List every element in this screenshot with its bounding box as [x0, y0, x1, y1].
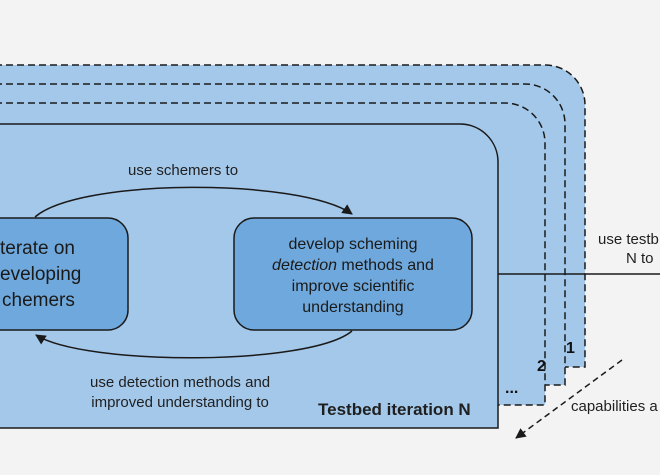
- arrow-label-top: use schemers to: [128, 162, 239, 179]
- iterate-schemers-text: terate on eveloping chemers: [0, 236, 108, 314]
- arrow-label-bottom-line2: improved understanding to: [91, 394, 269, 411]
- testbed-layer-2-number: 2: [537, 358, 546, 375]
- arrow-use-detection: [35, 330, 353, 359]
- detection-methods-text: develop scheming detection methods and i…: [234, 234, 472, 318]
- testbed-title: Testbed iteration N: [318, 400, 471, 419]
- iterate-line2: eveloping: [0, 264, 82, 285]
- detection-line2: detection methods and: [234, 255, 472, 276]
- use-testbed-line1: use testb: [598, 231, 659, 248]
- detection-line1: develop scheming: [288, 236, 418, 253]
- iterate-line1: terate on: [0, 238, 75, 259]
- detection-line2-rest: methods and: [336, 257, 434, 274]
- capabilities-label: capabilities a: [571, 398, 658, 415]
- testbed-ellipsis: ...: [505, 380, 519, 397]
- detection-line4: understanding: [302, 299, 404, 316]
- arrow-use-schemers: [34, 186, 353, 218]
- capabilities-arrow: [515, 359, 623, 439]
- detection-methods-box: [233, 217, 473, 331]
- use-testbed-label: use testb N to: [598, 230, 659, 268]
- iterate-line3: chemers: [2, 290, 75, 311]
- iterate-schemers-box: [0, 217, 129, 331]
- testbed-layer-1-number: 1: [566, 340, 575, 357]
- arrow-label-bottom: use detection methods and improved under…: [90, 373, 270, 413]
- detection-line3: improve scientific: [291, 278, 415, 295]
- detection-emphasis: detection: [272, 257, 337, 274]
- arrow-label-bottom-line1: use detection methods and: [90, 374, 271, 391]
- use-testbed-line2: N to: [626, 250, 654, 267]
